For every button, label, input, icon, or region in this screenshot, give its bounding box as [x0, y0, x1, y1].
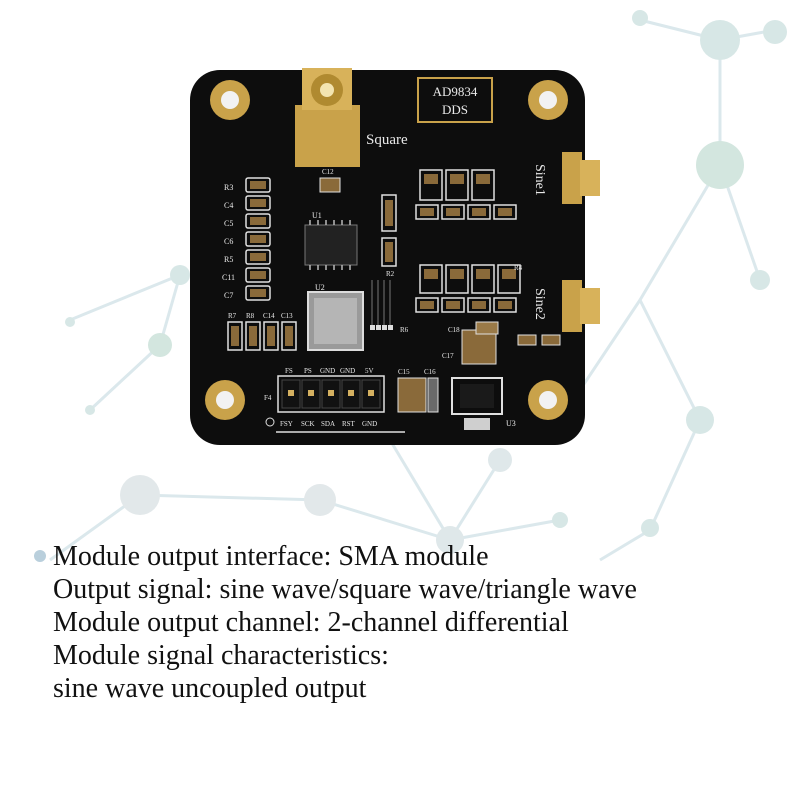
description-line-1: Module output interface: SMA module — [53, 541, 489, 572]
ref-c12: C12 — [322, 168, 334, 176]
header-top-pin-2: PS — [304, 367, 312, 375]
ref-c14: C14 — [263, 312, 275, 320]
ref-c15: C15 — [398, 368, 410, 376]
description-line-3: Module output channel: 2-channel differe… — [53, 607, 569, 638]
ref-r2: R2 — [386, 270, 395, 278]
mounting-hole-icon — [205, 80, 568, 420]
pcb-board: AD9834 DDS Square Sine1 Sine2 R3 C4 C5 C… — [190, 68, 600, 445]
ref-r6: R6 — [400, 326, 409, 334]
sma-connector-square-icon — [295, 68, 360, 167]
header-top-pin-1: FS — [285, 367, 293, 375]
header-top-pin-5: 5V — [365, 367, 374, 375]
ref-r4: R4 — [514, 264, 523, 272]
ref-c18: C18 — [448, 326, 460, 334]
ref-c5: C5 — [224, 219, 233, 228]
ref-r5: R5 — [224, 255, 233, 264]
ref-c4: C4 — [224, 201, 233, 210]
label-sine2: Sine2 — [532, 288, 547, 320]
ref-c13: C13 — [281, 312, 293, 320]
sma-connector-sine1-icon — [562, 152, 600, 204]
logo-line1: AD9834 — [433, 84, 478, 99]
label-sine1: Sine1 — [532, 164, 547, 196]
feature-description: Module output interface: SMA module Outp… — [53, 540, 773, 705]
ref-u2: U2 — [315, 283, 325, 292]
description-line-5: sine wave uncoupled output — [53, 673, 367, 704]
description-line-2: Output signal: sine wave/square wave/tri… — [53, 574, 637, 605]
ref-f4: F4 — [264, 394, 272, 402]
dds-module-photo: AD9834 DDS Square Sine1 Sine2 R3 C4 C5 C… — [180, 60, 600, 460]
header-bottom-pin-4: RST — [342, 420, 356, 428]
logo-line2: DDS — [442, 102, 468, 117]
ref-c17: C17 — [442, 352, 454, 360]
ref-r8: R8 — [246, 312, 255, 320]
ref-r3: R3 — [224, 183, 233, 192]
ref-c7: C7 — [224, 291, 233, 300]
header-bottom-pin-3: SDA — [321, 420, 335, 428]
ref-u1: U1 — [312, 211, 322, 220]
ref-c11: C11 — [222, 273, 235, 282]
header-bottom-pin-5: GND — [362, 420, 377, 428]
ref-c6: C6 — [224, 237, 233, 246]
bullet-dot-icon — [34, 550, 46, 562]
header-bottom-pin-1: FSY — [280, 420, 293, 428]
header-bottom-pin-2: SCK — [301, 420, 315, 428]
sma-connector-sine2-icon — [562, 280, 600, 332]
header-top-pin-4: GND — [340, 367, 355, 375]
ref-c16: C16 — [424, 368, 436, 376]
description-line-4: Module signal characteristics: — [53, 640, 389, 671]
label-square: Square — [366, 132, 408, 148]
ref-u3: U3 — [506, 419, 516, 428]
header-top-pin-3: GND — [320, 367, 335, 375]
ref-r7: R7 — [228, 312, 237, 320]
